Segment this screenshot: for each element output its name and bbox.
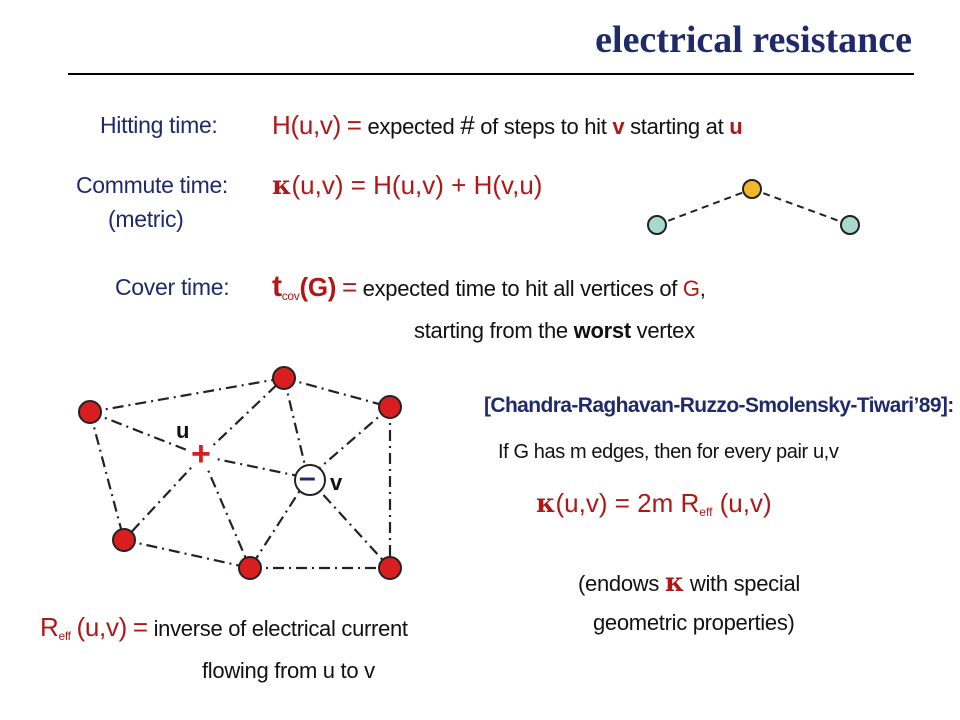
hitting-time-label: Hitting time:: [100, 112, 218, 138]
hitting-rhs-1: expected: [367, 114, 455, 139]
edge-f-e: [123, 538, 251, 570]
cover-time-definition: tcov(G) = expected time to hit all verti…: [272, 270, 706, 304]
edge-a-b: [89, 376, 285, 414]
formula-sub: eff: [699, 505, 713, 519]
formula-kappa: κ: [536, 489, 556, 519]
path-node-left: [647, 215, 667, 235]
network-nodes: [78, 366, 402, 580]
hitting-time-definition: H(u,v) = expected # of steps to hit v st…: [272, 110, 743, 141]
reff-args: (u,v): [76, 612, 128, 642]
hitting-u: u: [729, 114, 743, 139]
title-divider: [68, 73, 914, 75]
cover-line2-b: vertex: [636, 318, 695, 343]
endows-line-1: (endows κ with special: [578, 568, 800, 598]
cover-worst: worst: [573, 318, 631, 343]
formula-rhs-2: (u,v): [719, 488, 772, 518]
hitting-hash: #: [460, 110, 475, 140]
cover-t: t: [272, 270, 282, 303]
commute-h2: H(v,u): [473, 170, 543, 200]
formula-lhs: (u,v): [555, 488, 608, 518]
cover-sub: cov: [281, 289, 300, 303]
page-title: electrical resistance: [595, 19, 912, 61]
node-f: [112, 528, 136, 552]
path-node-right: [840, 215, 860, 235]
edge-v-e: [249, 477, 309, 569]
citation: [Chandra-Raghavan-Ruzzo-Smolensky-Tiwari…: [484, 394, 954, 417]
hitting-rhs-3: starting at: [630, 114, 724, 139]
reff-eq: =: [132, 612, 148, 642]
formula-rhs-1: 2m R: [637, 488, 700, 518]
node-c: [378, 395, 402, 419]
network-edges: [88, 376, 392, 570]
cover-comma: ,: [699, 276, 706, 301]
commute-lhs: (u,v): [291, 170, 344, 200]
reff-r: R: [40, 612, 59, 642]
formula-eq: =: [614, 488, 630, 518]
edge-a-f: [88, 411, 126, 541]
node-b: [272, 366, 296, 390]
commute-time-definition: κ(u,v) = H(u,v) + H(v,u): [272, 170, 542, 201]
commute-h1: H(u,v): [373, 170, 444, 200]
reff-rhs-1: inverse of electrical current: [153, 616, 408, 641]
reff-definition: Reff (u,v) = inverse of electrical curre…: [40, 612, 408, 643]
cover-G: G: [682, 276, 700, 301]
edge-b-c: [283, 376, 391, 409]
u-terminal-bg: [188, 440, 216, 468]
endows-open: (endows: [578, 571, 660, 596]
commute-eq: =: [350, 170, 366, 200]
reff-line-2: flowing from u to v: [202, 658, 375, 683]
endows-rest: with special: [689, 571, 800, 596]
cover-rhs-1: expected time to hit all vertices of: [362, 276, 678, 301]
hitting-v: v: [612, 114, 625, 139]
edge-b-v: [282, 377, 310, 479]
node-d: [378, 556, 402, 580]
node-e: [238, 556, 262, 580]
edge-u-f: [123, 455, 203, 541]
node-a: [78, 400, 102, 424]
minus-sign-icon: –: [299, 461, 316, 494]
commute-metric-note: (metric): [108, 206, 184, 232]
path-edge-left: [656, 188, 753, 226]
endows-line-2: geometric properties): [593, 610, 795, 635]
hitting-rhs-2: of steps to hit: [480, 114, 607, 139]
cover-time-label: Cover time:: [115, 274, 230, 300]
commute-time-label: Commute time:: [76, 172, 229, 198]
edge-v-d: [307, 477, 391, 569]
theorem-statement: If G has m edges, then for every pair u,…: [498, 441, 839, 463]
cover-time-line-2: starting from the worst vertex: [414, 318, 695, 344]
edge-a-u: [89, 410, 203, 458]
cover-g: (G): [299, 272, 337, 302]
v-label: v: [330, 470, 343, 495]
resistance-formula: κ(u,v) = 2m Reff (u,v): [536, 488, 772, 519]
edge-u-e: [200, 455, 252, 569]
cover-line2-a: starting from the: [414, 318, 568, 343]
commute-kappa: κ: [272, 171, 292, 201]
small-path-graph: [647, 179, 860, 235]
endows-kappa: κ: [664, 568, 685, 598]
edge-c-v: [307, 406, 391, 479]
path-node-middle: [742, 179, 762, 199]
edge-u-b: [201, 377, 285, 457]
u-label: u: [176, 418, 190, 443]
hitting-eq: =: [346, 110, 362, 140]
plus-sign-icon: +: [191, 435, 211, 473]
hitting-lhs: H(u,v): [272, 110, 341, 140]
reff-sub: eff: [58, 629, 71, 643]
path-edge-right: [751, 188, 851, 226]
commute-plus: +: [451, 170, 467, 200]
edge-u-v: [201, 454, 309, 480]
cover-eq: =: [341, 272, 357, 302]
v-terminal: [294, 464, 326, 496]
